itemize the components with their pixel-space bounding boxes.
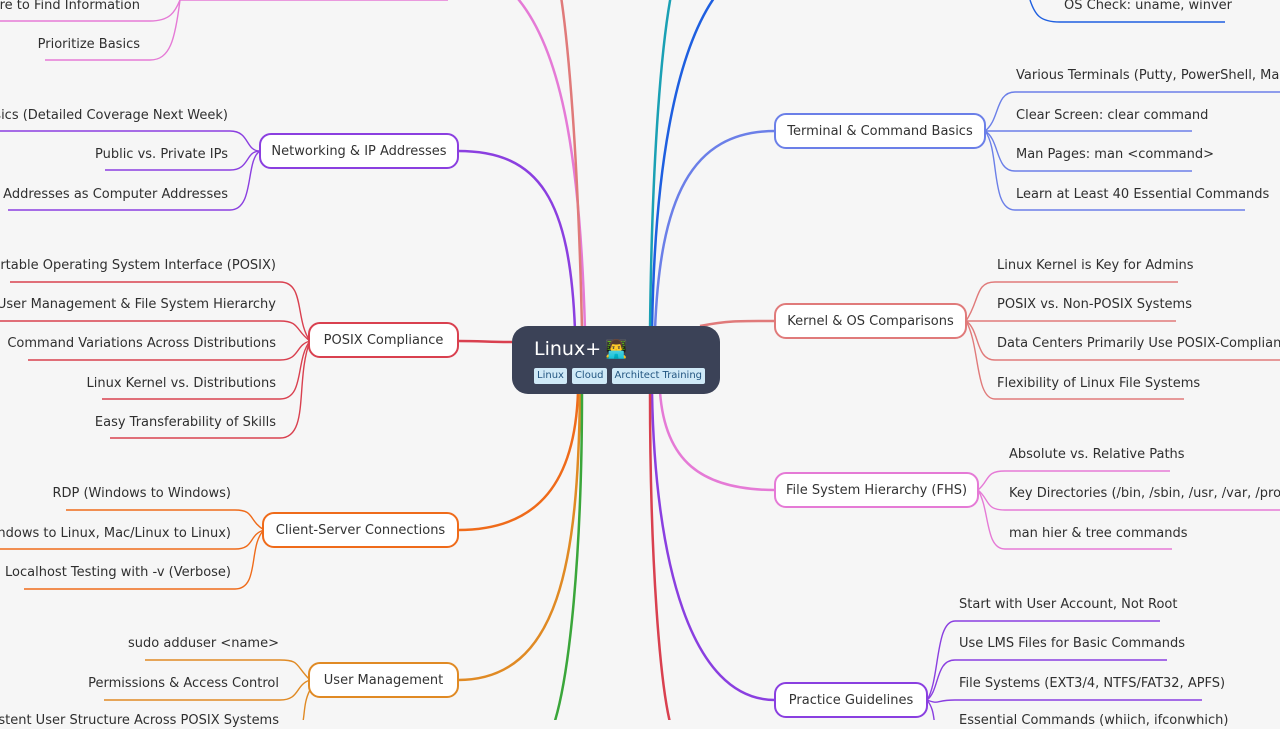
leaf-man-pages: Man Pages: man <command> xyxy=(1016,147,1214,162)
branch-terminal[interactable]: Terminal & Command Basics xyxy=(774,113,986,149)
root-title: Linux+ xyxy=(534,338,602,360)
root-tags: Linux Cloud Architect Training xyxy=(534,368,706,384)
branch-networking[interactable]: Networking & IP Addresses xyxy=(259,133,459,169)
leaf-man-hier-tree: man hier & tree commands xyxy=(1009,526,1188,541)
leaf-posix-vs-non: POSIX vs. Non-POSIX Systems xyxy=(997,297,1192,312)
leaf-cmd-variations: Command Variations Across Distributions xyxy=(7,336,276,351)
link-terminal xyxy=(653,129,776,331)
link-top-right-teal xyxy=(648,0,672,331)
link-practice xyxy=(650,391,776,702)
technologist-icon: 👨‍💻 xyxy=(605,338,628,360)
leaf-prioritize-basics: Prioritize Basics xyxy=(37,37,140,52)
link-top-left-outer xyxy=(560,0,584,331)
leaf-key-directories: Key Directories (/bin, /sbin, /usr, /var… xyxy=(1009,486,1280,501)
leaf-clear-screen: Clear Screen: clear command xyxy=(1016,108,1209,123)
leaf-essential-commands: Learn at Least 40 Essential Commands xyxy=(1016,187,1270,202)
leaf-networking-basics: Basics (Detailed Coverage Next Week) xyxy=(0,108,228,123)
branch-practice[interactable]: Practice Guidelines xyxy=(774,682,928,718)
link-top-right-blue xyxy=(650,0,715,331)
branch-kernel[interactable]: Kernel & OS Comparisons xyxy=(774,303,967,339)
leaf-public-private-ips: Public vs. Private IPs xyxy=(94,147,228,162)
leaf-localhost: Localhost Testing with -v (Verbose) xyxy=(5,565,231,580)
link-fhs xyxy=(658,391,776,492)
root-node[interactable]: Linux+ 👨‍💻 Linux Cloud Architect Trainin… xyxy=(512,326,720,394)
link-top-left xyxy=(517,0,587,331)
tag-linux: Linux xyxy=(534,368,567,384)
leaf-fs-flexibility: Flexibility of Linux File Systems xyxy=(997,376,1201,391)
leaf-data-centers: Data Centers Primarily Use POSIX-Complia… xyxy=(997,336,1280,351)
leaf-ip-addresses: IP Addresses as Computer Addresses xyxy=(0,187,228,202)
link-kernel xyxy=(699,319,776,328)
tag-cloud: Cloud xyxy=(571,368,607,384)
leaf-lms-files: Use LMS Files for Basic Commands xyxy=(959,636,1186,651)
leaf-ssh: (Windows to Linux, Mac/Linux to Linux) xyxy=(0,526,231,541)
leaf-transferability: Easy Transferability of Skills xyxy=(94,415,276,430)
branch-client-server[interactable]: Client-Server Connections xyxy=(262,512,459,548)
link-client-server xyxy=(457,391,580,532)
leaf-various-terminals: Various Terminals (Putty, PowerShell, Ma… xyxy=(1016,68,1280,83)
link-networking xyxy=(457,149,577,331)
link-posix xyxy=(457,339,513,344)
leaf-user-mgmt-fhs: tent User Management & File System Hiera… xyxy=(0,297,276,312)
leaf-kernel-key: Linux Kernel is Key for Admins xyxy=(997,258,1194,273)
leaf-permissions: Permissions & Access Control xyxy=(88,676,279,691)
tag-architect-training: Architect Training xyxy=(611,368,706,384)
leaf-abs-rel-paths: Absolute vs. Relative Paths xyxy=(1009,447,1185,462)
branch-posix[interactable]: POSIX Compliance xyxy=(308,322,459,358)
branch-fhs[interactable]: File System Hierarchy (FHS) xyxy=(774,472,979,508)
leaf-where-to-find-info: here to Find Information xyxy=(0,0,140,13)
leaf-user-structure: nsistent User Structure Across POSIX Sys… xyxy=(0,713,279,728)
link-bottom-green xyxy=(553,391,584,720)
leaf-adduser: sudo adduser <name> xyxy=(128,636,279,651)
branch-user-mgmt[interactable]: User Management xyxy=(308,662,459,698)
leaf-user-account: Start with User Account, Not Root xyxy=(959,597,1178,612)
link-bottom-red xyxy=(648,391,671,720)
leaf-rdp: RDP (Windows to Windows) xyxy=(52,486,231,501)
leaf-file-systems: File Systems (EXT3/4, NTFS/FAT32, APFS) xyxy=(959,676,1226,691)
leaf-essential-cmds: Essential Commands (whiich, ifconwhich) xyxy=(959,713,1229,728)
leaf-posix-def: Portable Operating System Interface (POS… xyxy=(0,258,276,273)
leaf-kernel-vs-distros: Linux Kernel vs. Distributions xyxy=(86,376,276,391)
link-user-mgmt xyxy=(457,391,582,682)
leaf-os-check: OS Check: uname, winver xyxy=(1064,0,1233,13)
